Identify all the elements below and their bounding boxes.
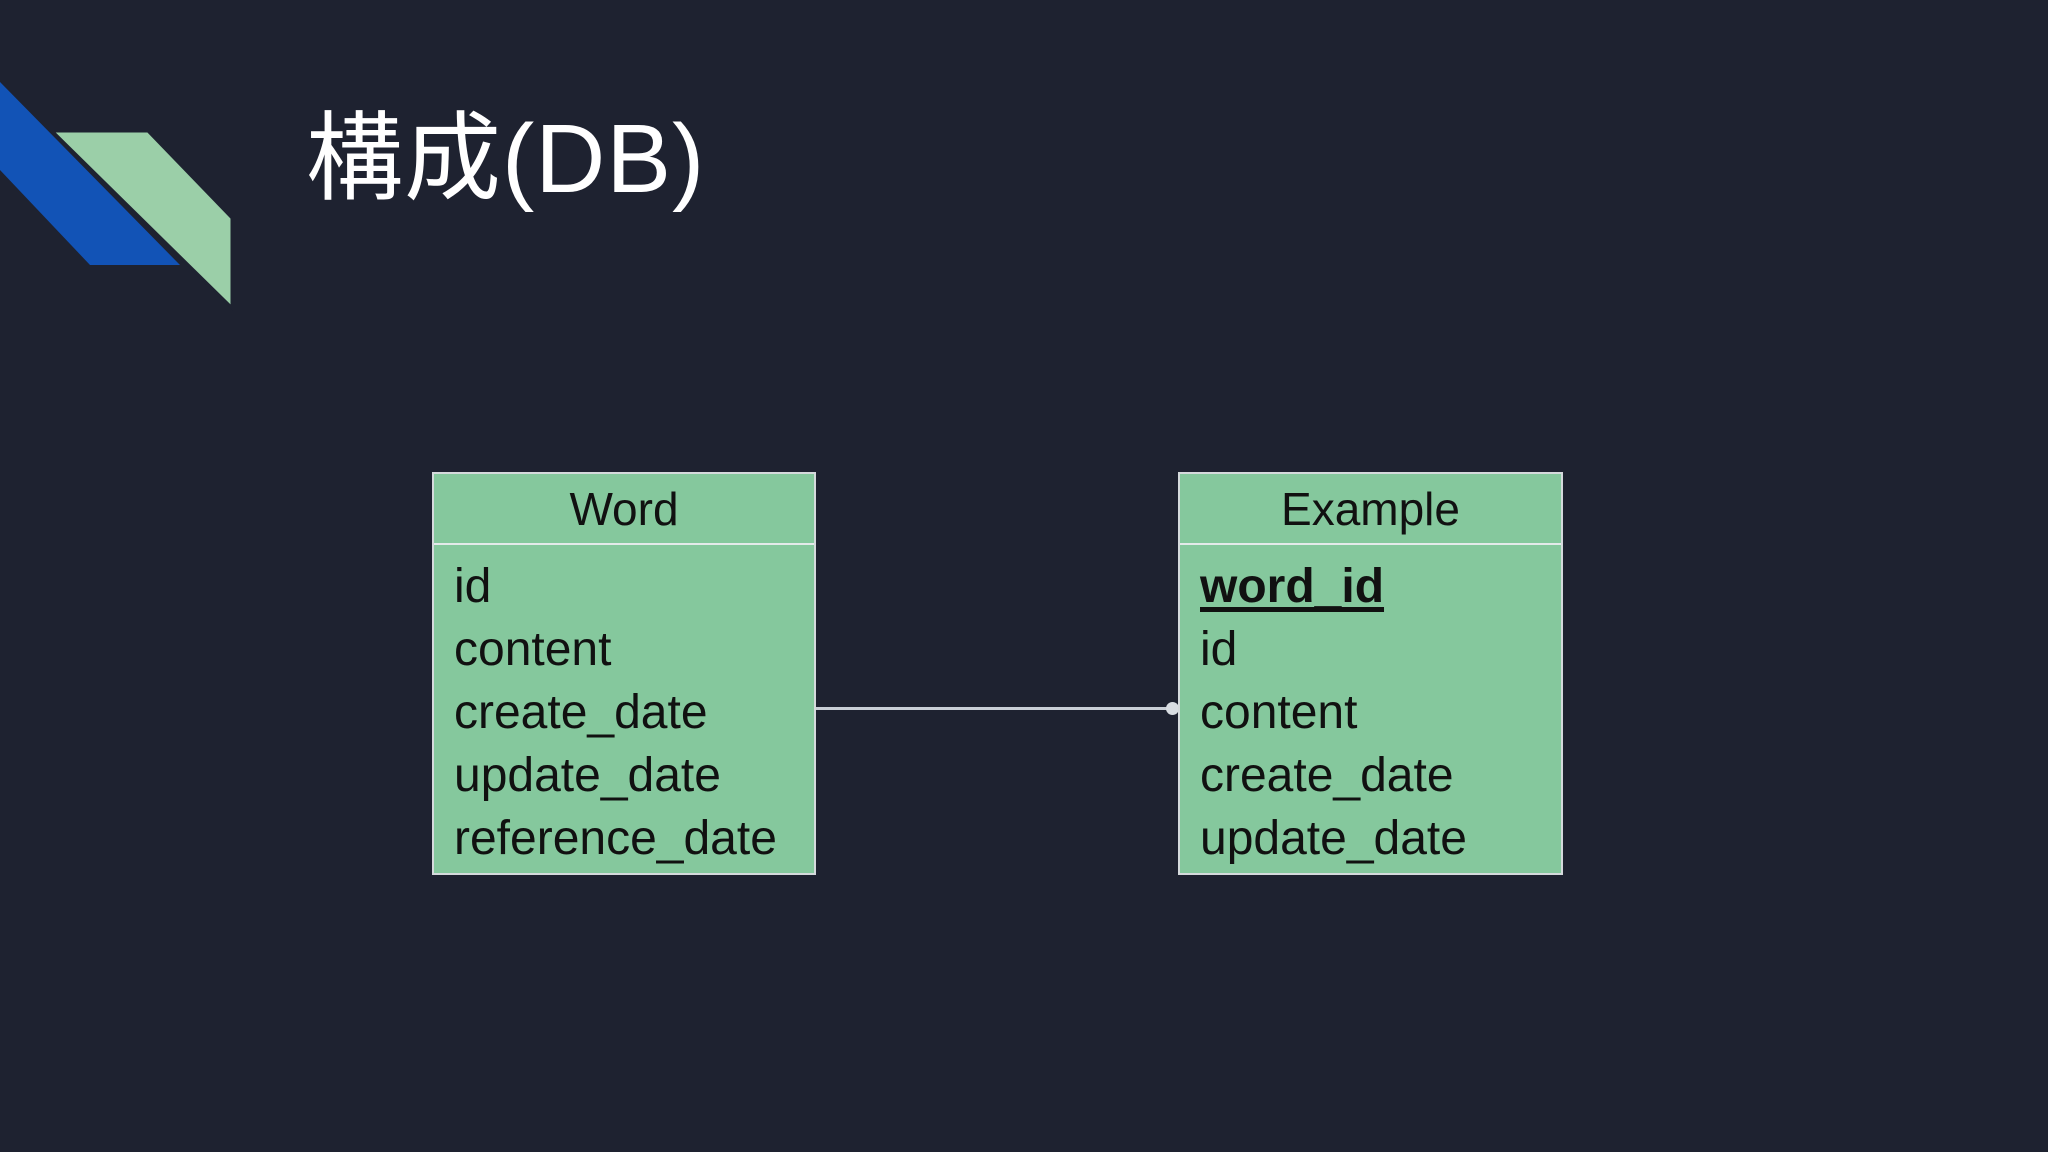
table-word-title: Word (434, 474, 814, 545)
decoration-green-shape (48, 129, 234, 312)
relation-line (816, 707, 1178, 710)
field-word-update-date: update_date (454, 749, 721, 802)
field-example-word-id: word_id (1200, 560, 1385, 613)
field-example-update-date: update_date (1200, 812, 1467, 865)
corner-decoration (0, 82, 234, 312)
relation-endpoint-dot (1166, 702, 1179, 715)
field-example-create-date: create_date (1200, 749, 1454, 802)
decoration-blue-shape (0, 82, 180, 265)
table-word-fields: id content create_date update_date refer… (434, 545, 814, 870)
field-example-id: id (1200, 623, 1238, 676)
table-example-title: Example (1180, 474, 1561, 545)
table-word: Word id content create_date update_date … (432, 472, 816, 875)
field-word-reference-date: reference_date (454, 812, 777, 865)
field-example-content: content (1200, 686, 1358, 739)
table-example-fields: word_id id content create_date update_da… (1180, 545, 1561, 870)
page-title: 構成(DB) (306, 104, 706, 213)
table-example: Example word_id id content create_date u… (1178, 472, 1563, 875)
field-word-id: id (454, 560, 492, 613)
field-word-content: content (454, 623, 612, 676)
field-word-create-date: create_date (454, 686, 708, 739)
